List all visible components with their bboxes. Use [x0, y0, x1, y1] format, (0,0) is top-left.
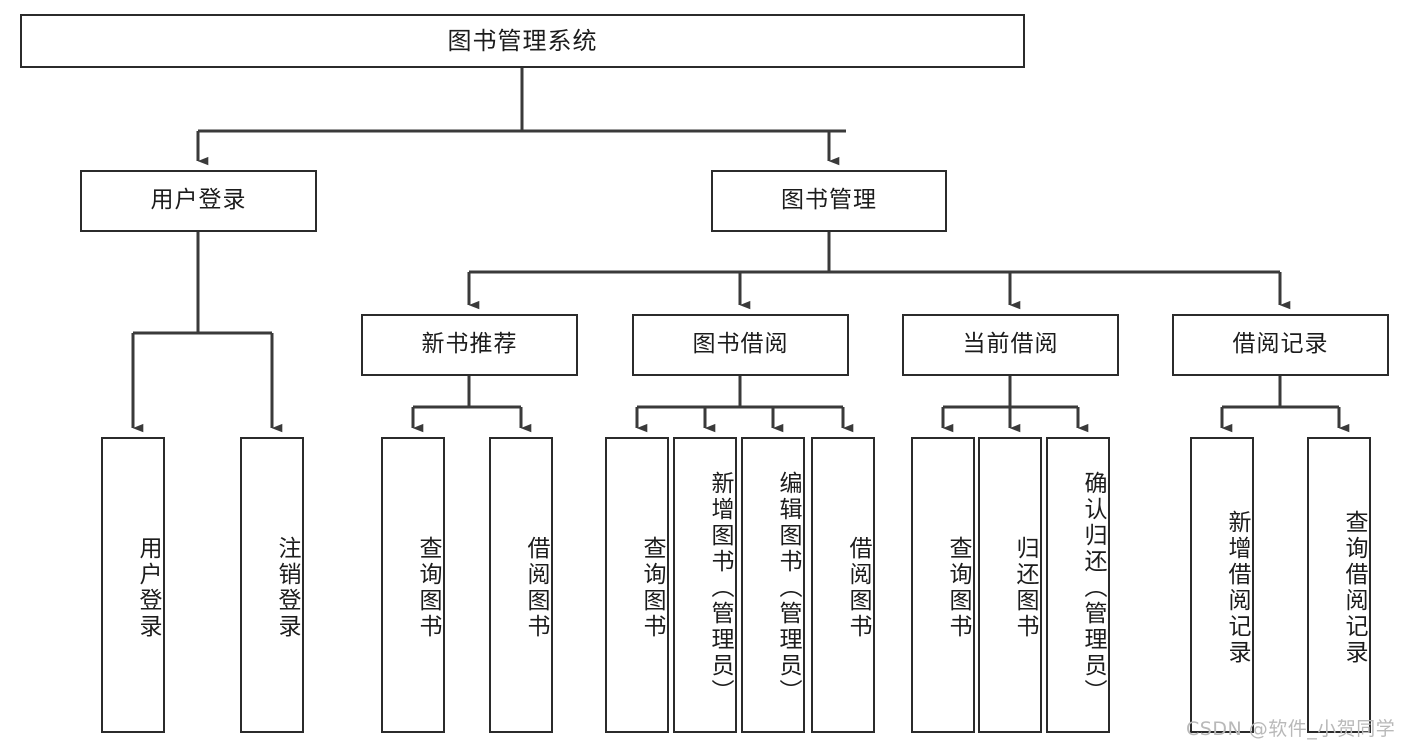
node-label: 查询图书	[945, 536, 971, 640]
node-label: 用户登录	[135, 536, 161, 640]
leaf-user-login-logout[interactable]: 注销登录	[240, 437, 304, 733]
node-root-system[interactable]: 图书管理系统	[20, 14, 1025, 68]
leaf-current-borrow-query[interactable]: 查询图书	[911, 437, 975, 733]
node-book-borrow[interactable]: 图书借阅	[632, 314, 849, 376]
node-label: 新增图书（管理员）	[707, 471, 733, 705]
node-label: 借阅记录	[1232, 331, 1329, 358]
node-new-book-recommend[interactable]: 新书推荐	[361, 314, 578, 376]
node-label: 注销登录	[274, 536, 300, 640]
node-user-login[interactable]: 用户登录	[80, 170, 317, 232]
node-label: 借阅图书	[845, 536, 871, 640]
leaf-current-borrow-return[interactable]: 归还图书	[978, 437, 1042, 733]
node-borrow-record[interactable]: 借阅记录	[1172, 314, 1389, 376]
leaf-borrow-record-add[interactable]: 新增借阅记录	[1190, 437, 1254, 733]
leaf-current-borrow-confirm[interactable]: 确认归还（管理员）	[1046, 437, 1110, 733]
node-label: 当前借阅	[962, 331, 1059, 358]
node-label: 新增借阅记录	[1224, 510, 1250, 666]
leaf-book-borrow-add[interactable]: 新增图书（管理员）	[673, 437, 737, 733]
node-label: 查询图书	[639, 536, 665, 640]
node-label: 确认归还（管理员）	[1080, 471, 1106, 705]
node-label: 图书借阅	[692, 331, 789, 358]
leaf-new-book-borrow[interactable]: 借阅图书	[489, 437, 553, 733]
node-label: 查询借阅记录	[1341, 510, 1367, 666]
node-label: 查询图书	[415, 536, 441, 640]
leaf-new-book-query[interactable]: 查询图书	[381, 437, 445, 733]
csdn-watermark: CSDN @软件_小贺同学	[1186, 718, 1396, 740]
node-current-borrow[interactable]: 当前借阅	[902, 314, 1119, 376]
leaf-book-borrow-edit[interactable]: 编辑图书（管理员）	[741, 437, 805, 733]
node-label: 图书管理系统	[447, 26, 598, 55]
node-book-management[interactable]: 图书管理	[711, 170, 947, 232]
leaf-book-borrow-query[interactable]: 查询图书	[605, 437, 669, 733]
leaf-book-borrow-borrow[interactable]: 借阅图书	[811, 437, 875, 733]
leaf-borrow-record-query[interactable]: 查询借阅记录	[1307, 437, 1371, 733]
node-label: 用户登录	[150, 187, 247, 214]
node-label: 图书管理	[781, 187, 877, 214]
node-label: 编辑图书（管理员）	[775, 471, 801, 705]
leaf-user-login-login[interactable]: 用户登录	[101, 437, 165, 733]
node-label: 归还图书	[1012, 536, 1038, 640]
node-label: 新书推荐	[421, 331, 518, 358]
node-label: 借阅图书	[523, 536, 549, 640]
